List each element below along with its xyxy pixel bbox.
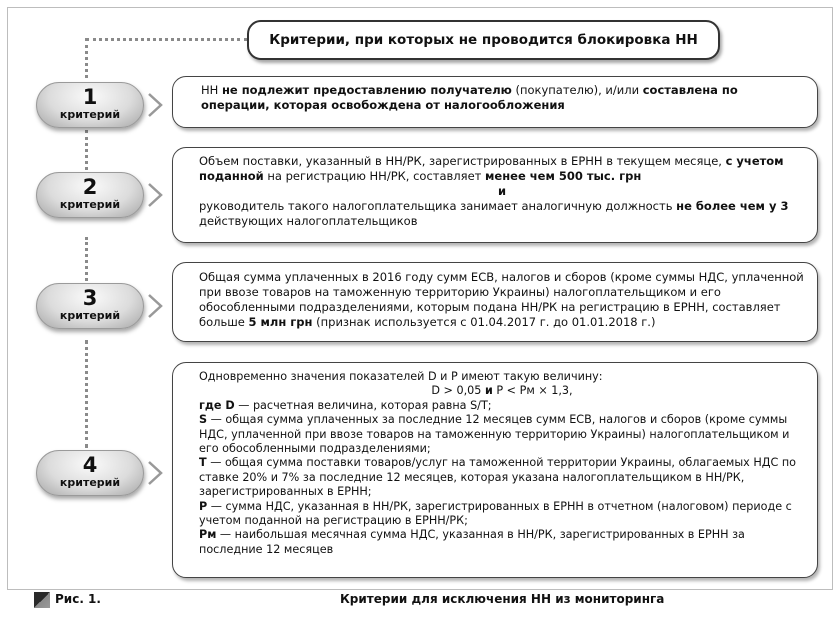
figure-frame (7, 7, 833, 590)
connector-line (85, 38, 88, 78)
criterion-label: критерий (59, 198, 121, 211)
criterion-card-2: Объем поставки, указанный в НН/РК, зарег… (172, 147, 818, 243)
diagram-title: Критерии, при которых не проводится блок… (247, 20, 720, 60)
text-segment: (покупателю), и/или (511, 83, 643, 97)
definition-text: — общая сумма поставки товаров/услуг на … (199, 456, 797, 499)
criterion-4-intro: Одновременно значения показателей D и P … (199, 370, 603, 383)
formula-conjunction: и (484, 384, 493, 398)
text-segment: менее чем 500 тыс. грн (485, 169, 642, 183)
connector-line (86, 38, 247, 41)
definition-term: T (199, 456, 207, 470)
criterion-2-text-part1: Объем поставки, указанный в НН/РК, зарег… (199, 154, 805, 184)
formula-part: D > 0,05 (431, 384, 485, 398)
criterion-card-3: Общая сумма уплаченных в 2016 году сумм … (172, 262, 818, 342)
criterion-3-text: Общая сумма уплаченных в 2016 году сумм … (199, 270, 805, 330)
definition-text: — сумма НДС, указанная в НН/РК, зарегист… (199, 499, 792, 528)
chevron-right-icon (148, 294, 163, 318)
chevron-right-icon (148, 461, 163, 485)
figure-label: Рис. 1. (55, 592, 101, 606)
criterion-4-formula: D > 0,05 и P < Pм × 1,3, (199, 384, 805, 398)
text-segment: дейст­вующих налогоплательщиков (199, 214, 418, 228)
definition-item: где D — расчетная величина, которая равн… (199, 399, 805, 413)
chevron-right-icon (148, 93, 163, 117)
criterion-2-conjunction: и (497, 184, 507, 198)
criterion-number: 3 (82, 286, 98, 310)
definition-item: P — сумма НДС, указанная в НН/РК, зареги… (199, 500, 805, 529)
text-segment: с учетом по­данной (199, 154, 784, 183)
text-segment: НН (201, 83, 222, 97)
definition-text: — расчетная величина, которая равна S/T; (234, 398, 492, 412)
criterion-2-text-part2: руководитель такого налогоплательщика за… (199, 199, 805, 229)
criterion-label: критерий (59, 108, 121, 121)
text-segment: (признак используется с 01.04.2017 г. до… (312, 315, 656, 329)
criterion-badge-2: 2 критерий (36, 172, 144, 218)
connector-line (85, 340, 88, 448)
definition-term: где D (199, 398, 235, 412)
definition-item: T — общая сумма поставки товаров/услуг н… (199, 456, 805, 499)
criterion-badge-4: 4 критерий (36, 450, 144, 496)
definition-item: Pм — наибольшая месячная сумма НДС, указ… (199, 528, 805, 557)
text-segment: 5 млн грн (248, 315, 313, 329)
criterion-label: критерий (59, 309, 121, 322)
text-segment: Объем поставки, указанный в НН/РК, зарег… (199, 154, 726, 168)
definition-term: S (199, 413, 208, 427)
text-segment: руководитель такого налогоплательщика за… (199, 199, 677, 213)
criterion-1-text: НН не подлежит предоставлению получателю… (199, 83, 805, 113)
figure-caption: Критерии для исключения НН из мониторинг… (340, 592, 665, 606)
definition-term: P (199, 499, 208, 513)
figure-marker-icon (34, 592, 50, 608)
chevron-right-icon (148, 183, 163, 207)
connector-line (85, 237, 88, 281)
criterion-card-4: Одновременно значения показателей D и P … (172, 362, 818, 578)
criterion-badge-1: 1 критерий (36, 82, 144, 128)
definition-text: — общая сумма уплаченных за последние 12… (199, 413, 790, 456)
definition-term: Pм (199, 528, 217, 542)
formula-part: P < Pм × 1,3, (492, 384, 573, 398)
criterion-number: 1 (82, 85, 98, 109)
criterion-label: критерий (59, 476, 121, 489)
definition-text: — наибольшая месячная сумма НДС, указанн… (199, 528, 745, 556)
connector-line (85, 130, 88, 170)
definition-item: S — общая сумма уплаченных за последние … (199, 413, 805, 456)
text-segment: на регистрацию НН/РК, составляет (263, 169, 486, 183)
text-segment: составлена по операции, которая освобожд… (201, 83, 738, 112)
criterion-card-1: НН не подлежит предоставлению получателю… (172, 76, 818, 128)
text-segment: не более чем у 3 (676, 199, 789, 213)
text-segment: Общая сумма уплаченных в 2016 году сумм … (199, 270, 804, 329)
criterion-badge-3: 3 критерий (36, 283, 144, 329)
criterion-number: 2 (82, 175, 98, 199)
criterion-4-definitions: где D — расчетная величина, которая равн… (199, 399, 805, 557)
criterion-number: 4 (82, 453, 98, 477)
text-segment: не подлежит предоставлению получателю (221, 83, 512, 97)
